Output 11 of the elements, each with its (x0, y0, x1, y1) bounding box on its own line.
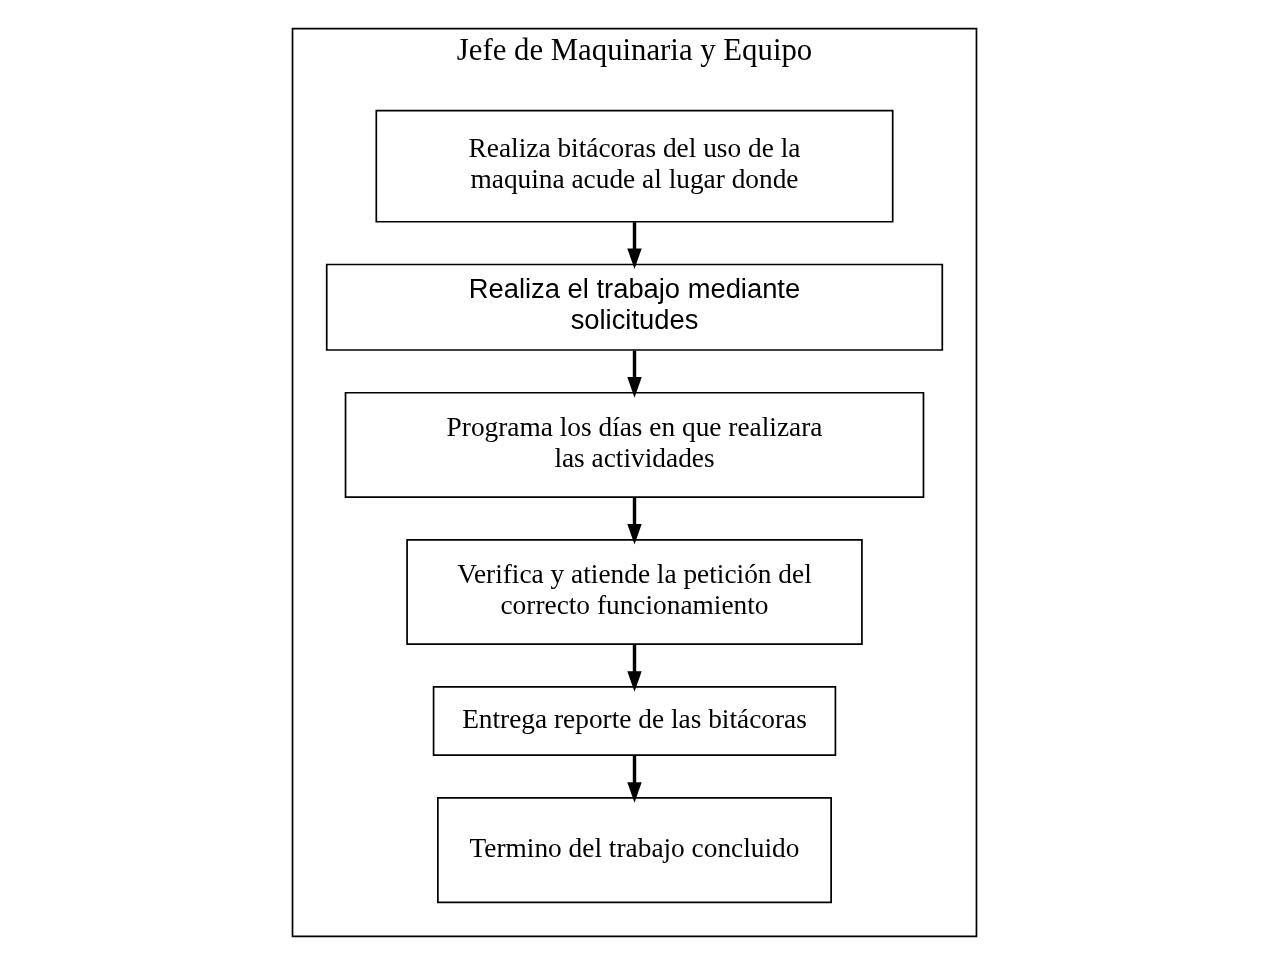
node-box: Termino del trabajo concluido (436, 797, 832, 904)
node-box: Programa los días en que realizara las actividades (344, 391, 924, 498)
arrow (626, 497, 642, 545)
node-box: Verifica y atiende la petición del correcto funcionamiento (405, 538, 863, 645)
node-box: Entrega reporte de las bitácoras (432, 685, 836, 757)
arrow (626, 644, 642, 692)
arrow (626, 222, 642, 269)
arrow (626, 755, 642, 803)
node-box: Realiza el trabajo mediante solicitudes (325, 263, 943, 351)
node-box: Realiza bitácoras del uso de la maquina acude al lugar donde (374, 109, 894, 223)
arrow (626, 350, 642, 398)
